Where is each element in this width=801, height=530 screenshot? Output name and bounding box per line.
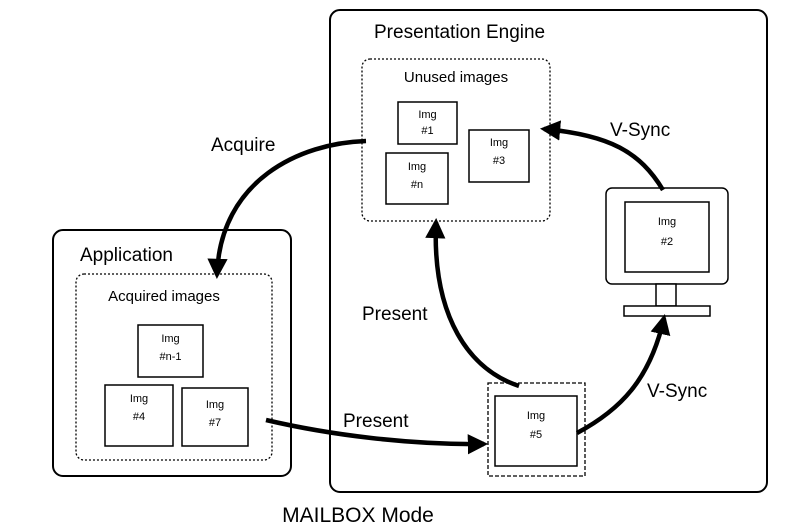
image-card-n: Img #n	[385, 152, 449, 205]
image-card-label: Img	[130, 393, 148, 405]
application-label: Application	[80, 245, 173, 266]
present-to-unused-label: Present	[362, 304, 428, 325]
acquired-images-group: Acquired images Img #n-1 Img #4 Img #7	[75, 273, 273, 461]
image-card-label: Img	[161, 333, 179, 345]
acquired-images-label: Acquired images	[108, 288, 220, 305]
image-card-3: Img #3	[468, 129, 530, 183]
image-card-7: Img #7	[181, 387, 249, 447]
acquire-arrow-label: Acquire	[211, 135, 275, 156]
image-card-number: #n-1	[159, 351, 181, 363]
image-card-n-minus-1: Img #n-1	[137, 324, 204, 378]
queued-image-slot: Img #5	[487, 382, 586, 477]
unused-images-label: Unused images	[404, 69, 508, 86]
present-to-unused-arrow: Present	[362, 217, 520, 389]
vsync-to-unused-arrow: V-Sync	[539, 120, 670, 192]
image-card-1: Img #1	[397, 101, 458, 145]
unused-images-group: Unused images Img #1 Img #n Img #3	[361, 58, 551, 222]
image-card-label: Img	[658, 216, 676, 228]
application-box: Application	[52, 229, 292, 477]
acquire-arrow: Acquire	[207, 135, 367, 280]
monitor-icon: Img #2	[605, 187, 729, 317]
image-card-4: Img #4	[104, 384, 174, 447]
image-card-number: #5	[530, 429, 542, 441]
image-card-label: Img	[408, 161, 426, 173]
image-card-label: Img	[206, 399, 224, 411]
vsync-to-monitor-arrow: V-Sync	[575, 314, 707, 435]
presentation-engine-label: Presentation Engine	[374, 22, 545, 43]
image-card-number: #3	[493, 155, 505, 167]
image-card-label: Img	[490, 137, 508, 149]
diagram-title: MAILBOX Mode	[282, 504, 434, 527]
image-card-number: #2	[661, 236, 673, 248]
present-to-queue-arrow: Present	[265, 411, 489, 455]
image-card-number: #1	[421, 125, 433, 137]
presentation-engine-box: Presentation Engine	[329, 9, 768, 493]
vsync-to-unused-label: V-Sync	[610, 120, 670, 141]
image-card-label: Img	[527, 410, 545, 422]
image-card-number: #4	[133, 411, 145, 423]
image-card-label: Img	[418, 109, 436, 121]
image-card-number: #7	[209, 417, 221, 429]
vsync-to-monitor-label: V-Sync	[647, 381, 707, 402]
present-to-queue-label: Present	[343, 411, 409, 432]
image-card-number: #n	[411, 179, 423, 191]
